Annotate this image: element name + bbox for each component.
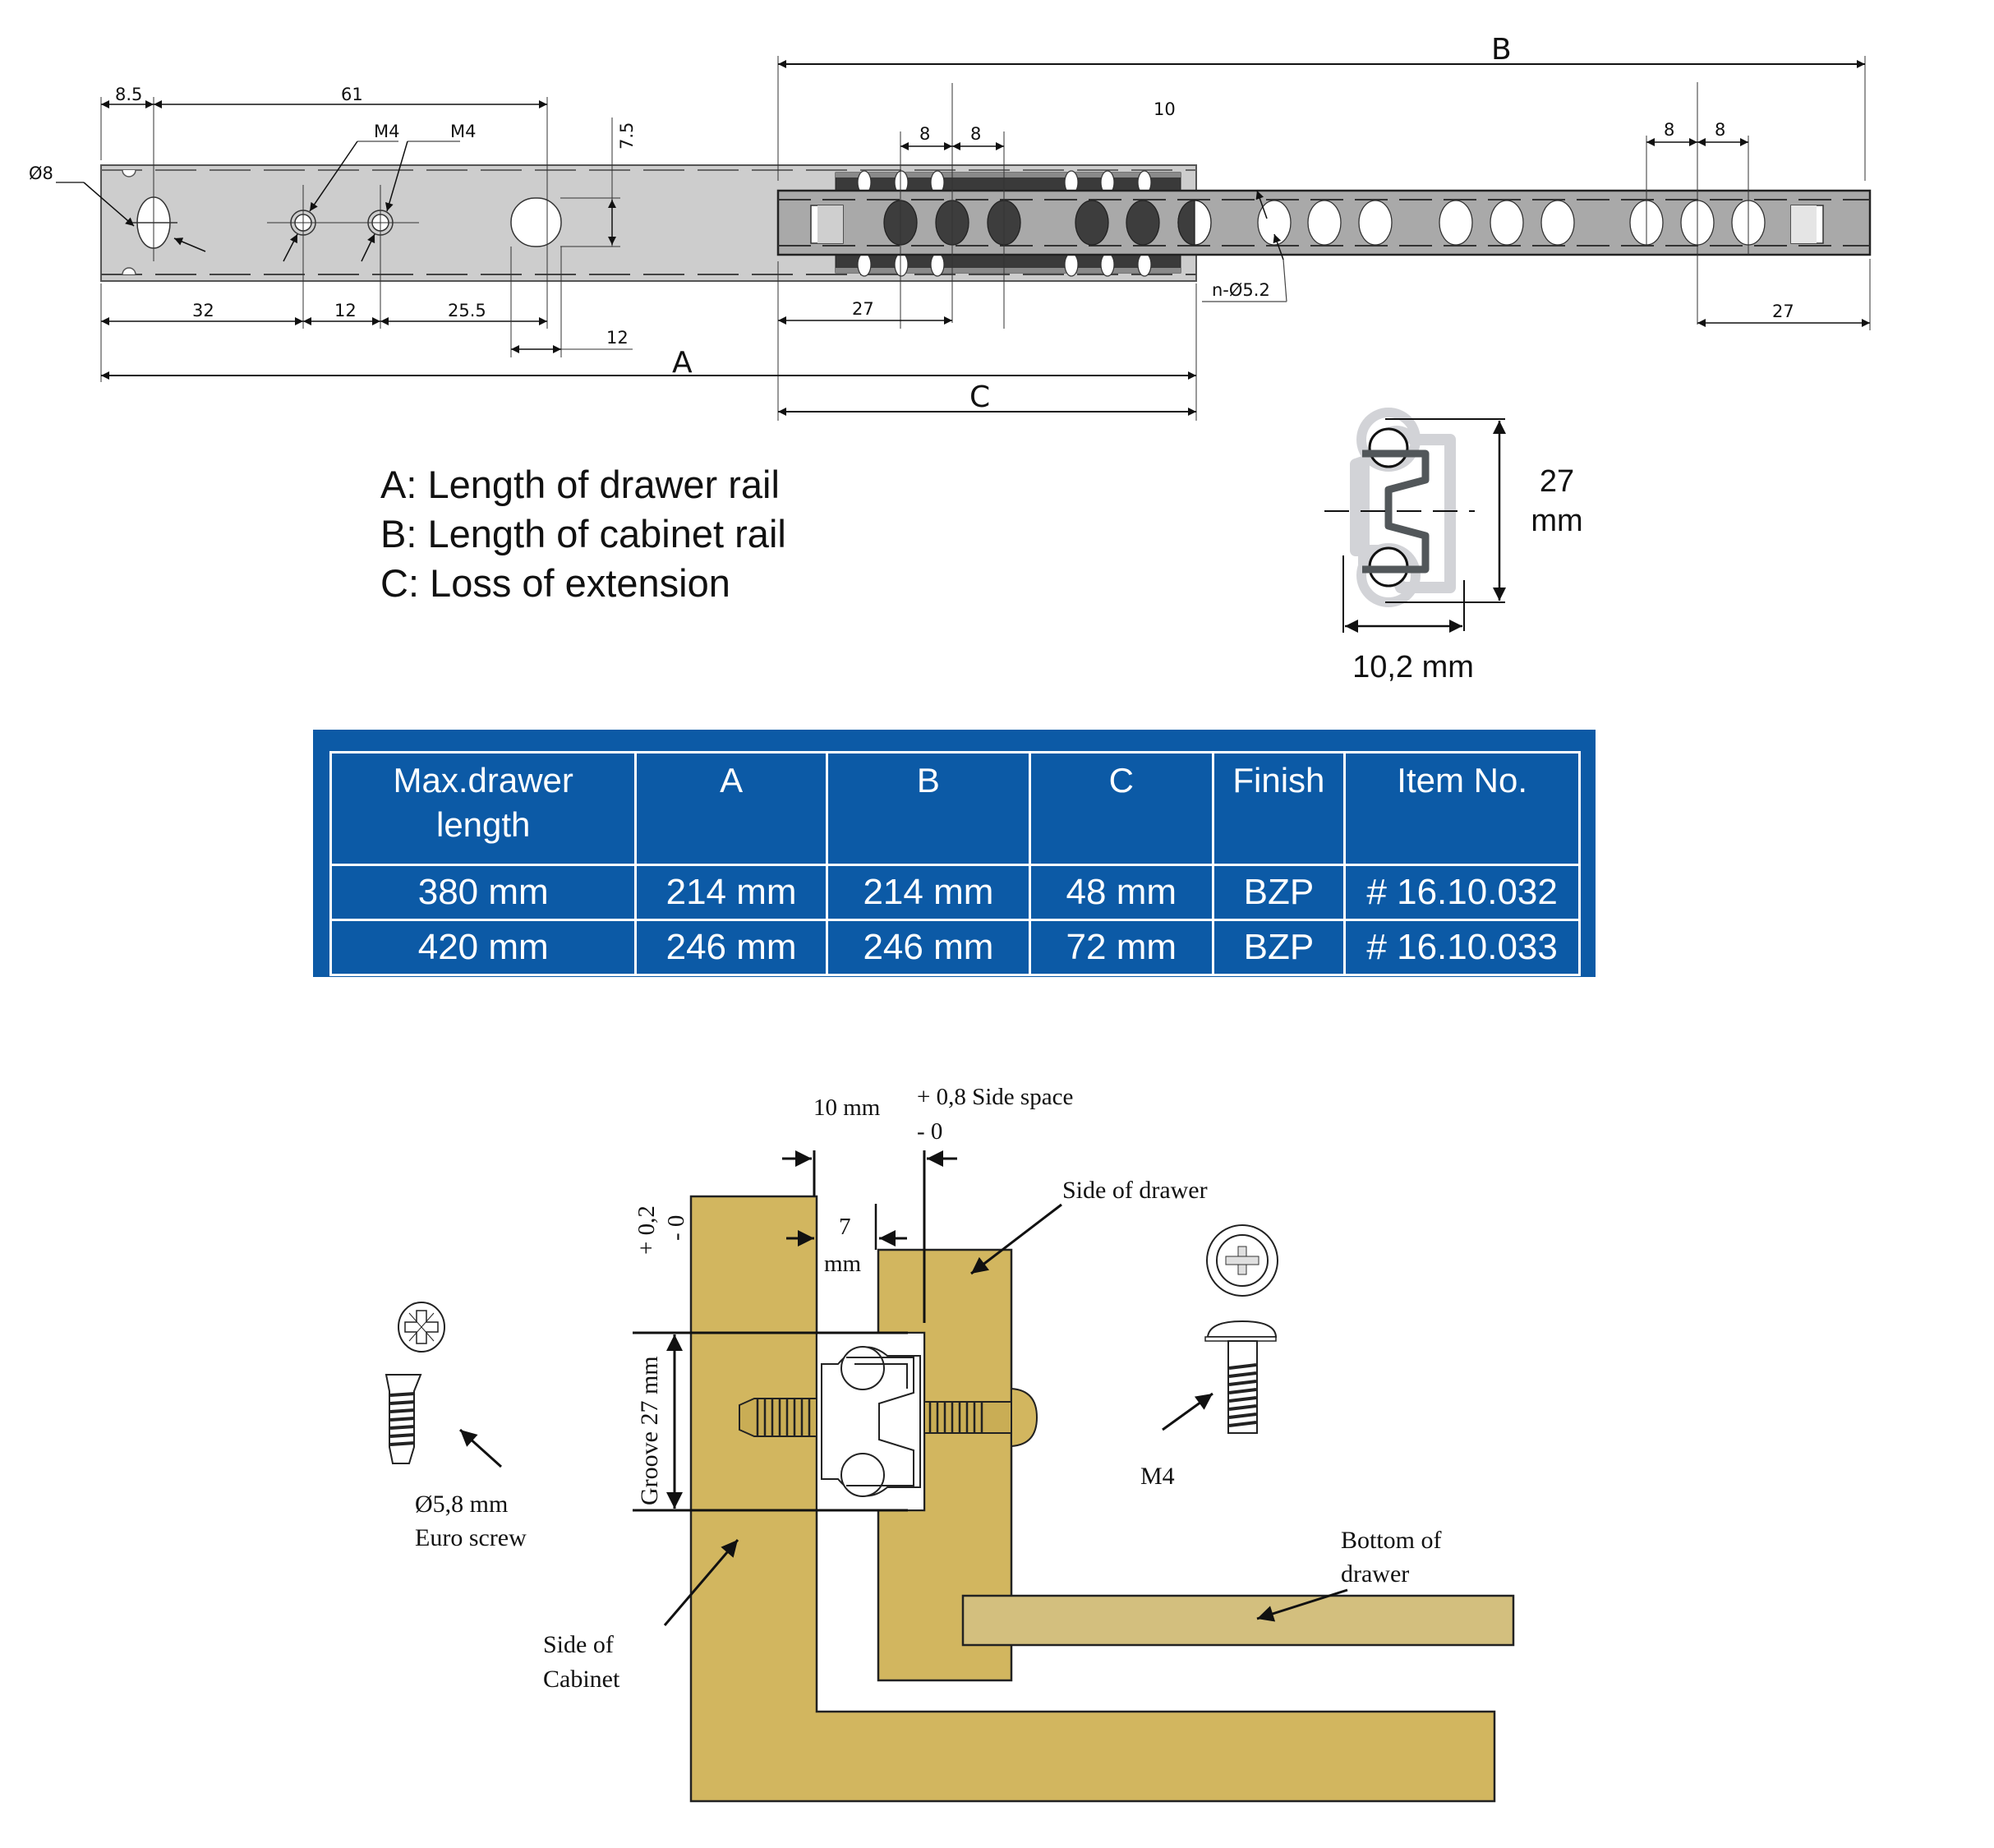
- euro-screw-label-1: Ø5,8 mm: [415, 1491, 508, 1518]
- dim-12-a: 12: [334, 301, 357, 320]
- m4-screw-icon: [1204, 1224, 1278, 1434]
- cell-max-length: 380 mm: [329, 864, 638, 921]
- groove-depth-unit: mm: [824, 1251, 862, 1277]
- groove-depth-value: 7: [839, 1214, 851, 1240]
- dim-25-5: 25.5: [448, 301, 486, 320]
- bottom-of-drawer-label-2: drawer: [1341, 1560, 1409, 1588]
- euro-screw-icon: [385, 1302, 445, 1464]
- legend-item-c: C: Loss of extension: [380, 561, 730, 605]
- dim-8-right-1: 8: [1664, 120, 1674, 140]
- dim-7-5: 7.5: [617, 122, 637, 150]
- euro-screw-installed: [739, 1398, 817, 1437]
- cell-finish: BZP: [1211, 919, 1347, 976]
- m4-screw-installed: [923, 1387, 1038, 1448]
- side-of-cabinet-label-2: Cabinet: [543, 1666, 620, 1693]
- cell-a: 214 mm: [634, 864, 828, 921]
- rail-hole: [1307, 200, 1342, 246]
- header-finish: Finish: [1211, 751, 1347, 866]
- rail-hole: [1540, 200, 1575, 246]
- header-c: C: [1029, 751, 1214, 866]
- rail-drawing: Ø8 M4 M4 7.5 8.5 61 32 12 25.5 12 A: [29, 33, 1872, 421]
- dim-8-right-2: 8: [1715, 120, 1725, 140]
- legend-item-b: B: Length of cabinet rail: [380, 512, 786, 555]
- side-space-tol-plus: + 0,8 Side space: [917, 1084, 1073, 1110]
- rail-hole: [1358, 200, 1393, 246]
- profile-height-unit: mm: [1531, 504, 1583, 538]
- euro-screw-label-2: Euro screw: [415, 1524, 527, 1551]
- cell-max-length: 420 mm: [329, 919, 638, 976]
- side-of-drawer-label: Side of drawer: [1062, 1177, 1208, 1204]
- side-space-tol-minus: - 0: [917, 1118, 942, 1145]
- profile-outer: [1350, 426, 1456, 593]
- table-row: 420 mm 246 mm 246 mm 72 mm BZP # 16.10.0…: [329, 919, 1581, 976]
- side-of-cabinet-label-1: Side of: [543, 1631, 614, 1658]
- ball: [1075, 200, 1109, 246]
- dim-27-right: 27: [1772, 302, 1794, 321]
- cell-c: 48 mm: [1029, 864, 1214, 921]
- cell-item-no: # 16.10.032: [1343, 864, 1581, 921]
- cell-a: 246 mm: [634, 919, 828, 976]
- header-b: B: [825, 751, 1032, 866]
- cell-item-no: # 16.10.033: [1343, 919, 1581, 976]
- cell-b: 246 mm: [825, 919, 1032, 976]
- rail-hole: [1490, 200, 1524, 246]
- legend: A: Length of drawer rail B: Length of ca…: [380, 460, 786, 608]
- bottom-of-drawer: [961, 1594, 1515, 1647]
- slide-mechanism: [821, 1346, 921, 1497]
- dim-32: 32: [192, 301, 214, 320]
- slot-hole: [510, 197, 562, 247]
- ball: [1126, 200, 1160, 246]
- dim-B: B: [1491, 33, 1512, 67]
- dim-61: 61: [341, 85, 363, 104]
- header-a: A: [634, 751, 828, 866]
- header-item-no: Item No.: [1343, 751, 1581, 866]
- groove-tol-minus: - 0: [663, 1215, 689, 1241]
- bottom-of-drawer-label-1: Bottom of: [1341, 1527, 1442, 1554]
- rail-hole: [1257, 200, 1292, 246]
- dim-12-b: 12: [606, 328, 629, 348]
- table-row: 380 mm 214 mm 214 mm 48 mm BZP # 16.10.0…: [329, 864, 1581, 921]
- profile-inner: [1362, 449, 1430, 574]
- side-gap-value: 10 mm: [813, 1095, 881, 1121]
- cell-b: 214 mm: [825, 864, 1032, 921]
- dim-8-left-1: 8: [919, 124, 930, 144]
- hole-note: n-Ø5.2: [1212, 280, 1270, 300]
- legend-item-a: A: Length of drawer rail: [380, 463, 780, 506]
- dim-8-left-2: 8: [970, 124, 981, 144]
- groove-label: Groove 27 mm: [636, 1356, 663, 1505]
- dim-27-left: 27: [852, 299, 874, 319]
- dim-10: 10: [1154, 99, 1176, 119]
- dim-8-5: 8.5: [115, 85, 142, 104]
- rail-hole: [1439, 200, 1473, 246]
- groove-tol-plus: + 0,2: [633, 1205, 660, 1255]
- profile-height-label: 27 mm: [1516, 462, 1598, 541]
- m4-label-left: M4: [374, 122, 399, 141]
- cell-c: 72 mm: [1029, 919, 1214, 976]
- side-of-drawer: [877, 1248, 1013, 1682]
- side-of-cabinet: [689, 1195, 1496, 1803]
- profile-ball-bottom: [1368, 546, 1409, 588]
- m4-screw-label: M4: [1140, 1463, 1175, 1490]
- profile-height-value: 27: [1539, 464, 1575, 499]
- cell-finish: BZP: [1211, 864, 1347, 921]
- dim-C: C: [969, 380, 990, 414]
- phi8-label: Ø8: [29, 164, 53, 183]
- m4-label-right: M4: [450, 122, 476, 141]
- dim-A: A: [672, 346, 693, 380]
- profile-width-label: 10,2 mm: [1352, 650, 1474, 684]
